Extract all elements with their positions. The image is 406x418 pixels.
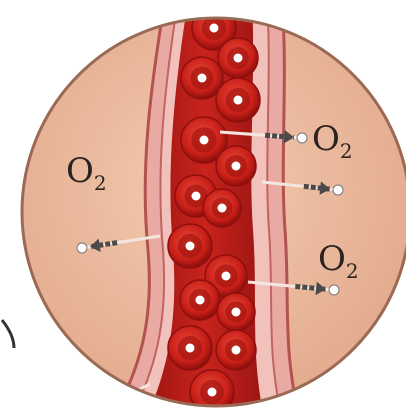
oxygen-molecule-icon: [234, 54, 243, 63]
pointer-line: [2, 320, 14, 348]
oxygen-molecule-icon: [232, 162, 241, 171]
red-blood-cell-icon: [216, 78, 260, 122]
oxygen-molecule-icon: [232, 308, 241, 317]
red-blood-cell-icon: [168, 326, 212, 370]
oxygen-molecule-icon: [208, 388, 217, 397]
oxygen-molecule-icon: [192, 192, 201, 201]
red-blood-cell-icon: [168, 224, 212, 268]
oxygen-molecule-icon: [196, 296, 205, 305]
red-blood-cell-icon: [180, 280, 220, 320]
oxygen-molecule-icon: [186, 344, 195, 353]
oxygen-molecule-icon: [113, 395, 123, 405]
oxygen-molecule-icon: [77, 243, 87, 253]
oxygen-molecule-icon: [200, 136, 209, 145]
red-blood-cell-icon: [217, 293, 255, 331]
oxygen-molecule-icon: [198, 74, 207, 83]
red-blood-cell-icon: [216, 330, 256, 370]
oxygen-molecule-icon: [234, 96, 243, 105]
oxygen-molecule-icon: [218, 204, 227, 213]
oxygen-molecule-icon: [297, 133, 307, 143]
oxygen-molecule-icon: [222, 272, 231, 281]
red-blood-cell-icon: [216, 146, 256, 186]
oxygen-molecule-icon: [186, 242, 195, 251]
red-blood-cell-icon: [218, 38, 258, 78]
oxygen-molecule-icon: [232, 346, 241, 355]
oxygen-molecule-icon: [333, 185, 343, 195]
oxygen-molecule-icon: [210, 24, 219, 33]
oxygen-molecule-icon: [329, 285, 339, 295]
red-blood-cell-icon: [203, 189, 241, 227]
